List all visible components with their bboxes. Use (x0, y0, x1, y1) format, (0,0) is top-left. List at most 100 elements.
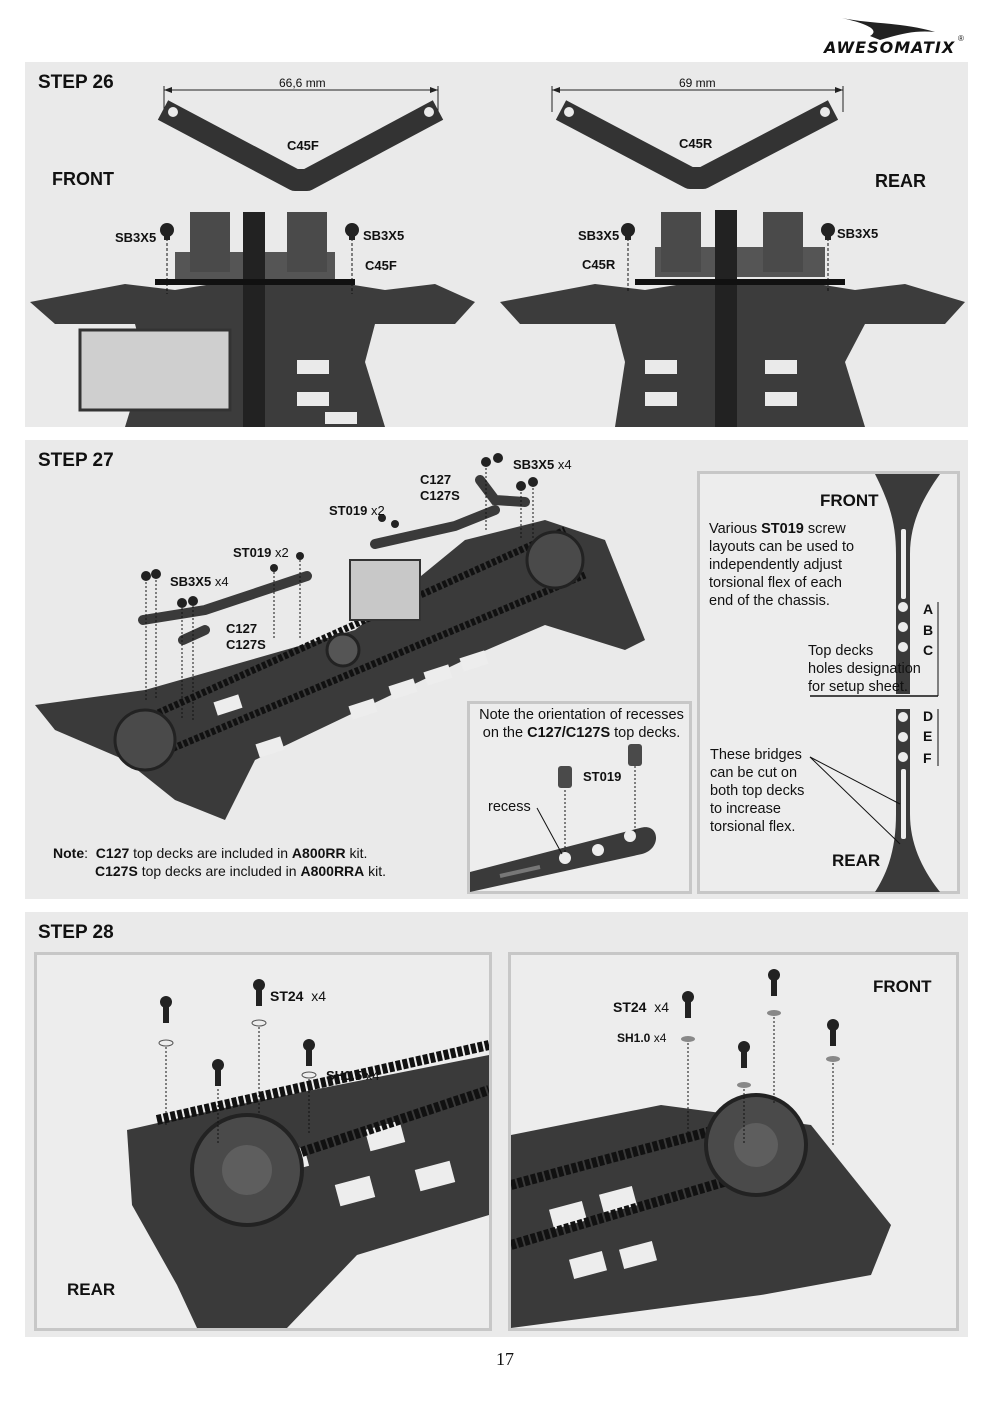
hole-d-label: D (923, 708, 934, 724)
sb3x5-left-part: SB3X5 (170, 574, 212, 589)
step28-rear-illustration (127, 979, 489, 1328)
holes-text-line1: holes designation (808, 661, 921, 677)
rear-brace-callout: C45R (582, 257, 616, 272)
sb3x5-top-qty: x4 (557, 457, 572, 472)
recess-screw-label: ST019 (583, 769, 622, 784)
recess-detail-illustration (470, 744, 657, 892)
step28-title: STEP 28 (38, 922, 114, 943)
hole-b-label: B (923, 622, 934, 638)
note-kit-a800rr: A800RR (291, 845, 346, 861)
st019-left-label: ST019 x2 (233, 545, 289, 560)
page-number: 17 (496, 1349, 514, 1369)
bridges-line4: torsional flex. (710, 819, 796, 835)
sh10-qty: x4 (653, 1031, 667, 1045)
note-line1-mid: top decks are included in (129, 845, 292, 861)
c127-left-part: C127 (226, 621, 258, 636)
setup-desc-pre: Various (709, 521, 762, 537)
step28-front-box: FRONT ST24 x4 SH1.0 x4 (508, 952, 959, 1331)
step26-title: STEP 26 (38, 72, 114, 93)
recess-note-pre: on the (482, 725, 528, 741)
holes-text-line2: for setup sheet. (808, 679, 908, 695)
holes-text-line0: Top decks (808, 643, 874, 659)
st019-left-part: ST019 (233, 545, 272, 560)
sh05-part: SH0.5 (326, 1068, 363, 1083)
bridges-text: These bridges can be cut on both top dec… (710, 746, 804, 836)
note-line1-end: kit. (345, 845, 368, 861)
step27-note: Note: C127 top decks are included in A80… (53, 845, 387, 879)
hole-a-label: A (923, 601, 934, 617)
recess-label: recess (488, 799, 531, 815)
sb3x5-left-qty: x4 (214, 574, 229, 589)
c127-top-part: C127 (420, 472, 452, 487)
setup-info-box: FRONT Various ST019 screw layouts can be… (697, 471, 960, 894)
hole-e-label: E (923, 728, 933, 744)
logo-swoosh-icon (842, 18, 935, 40)
step28-front-label: FRONT (873, 977, 932, 996)
bridges-line2: both top decks (710, 783, 805, 799)
st019-left-qty: x2 (274, 545, 289, 560)
step27-title: STEP 27 (38, 450, 114, 471)
recess-note-line1: Note the orientation of recesses (479, 707, 684, 723)
st019-top-part: ST019 (329, 503, 368, 518)
step28-front-illustration (511, 969, 891, 1328)
rear-brace-dimension: 69 mm (679, 76, 716, 90)
rear-brace-part-label: C45R (679, 136, 713, 151)
sh05-label: SH0.5 x4 (326, 1068, 380, 1083)
st24-front-label: ST24 x4 (613, 999, 669, 1015)
sb3x5-left-label: SB3X5 x4 (170, 574, 229, 589)
st24-front-part: ST24 (613, 999, 647, 1015)
note-kit-a800rra: A800RRA (300, 863, 365, 879)
setup-desc-line0: screw (807, 521, 846, 537)
front-screw-right-label: SB3X5 (363, 228, 405, 243)
step28-rear-box: ST24 x4 SH0.5 x4 REAR (34, 952, 492, 1331)
recess-note-end: top decks. (610, 725, 681, 741)
st019-top-qty: x2 (370, 503, 385, 518)
setup-desc-line2: independently adjust (709, 557, 843, 573)
step27-illustration (35, 453, 645, 820)
step26-front-label: FRONT (52, 169, 114, 189)
recess-note: Note the orientation of recesses on the … (474, 706, 689, 742)
front-brace-callout: C45F (365, 258, 397, 273)
c127s-top-part: C127S (420, 488, 460, 503)
st24-rear-part: ST24 (270, 988, 304, 1004)
setup-description: Various ST019 screw layouts can be used … (709, 520, 879, 610)
brand-registered: ® (958, 34, 964, 43)
setup-desc-line4: end of the chassis. (709, 593, 830, 609)
note-line2-mid: top decks are included in (137, 863, 301, 879)
brand-name: AWESOMATIX (824, 38, 956, 57)
setup-desc-part: ST019 (761, 521, 804, 537)
st24-front-qty: x4 (654, 999, 670, 1015)
bridges-line1: can be cut on (710, 765, 798, 781)
recess-note-parts: C127/C127S (527, 725, 611, 741)
rear-screw-right-label: SB3X5 (837, 226, 879, 241)
top-deck-diagram (809, 474, 940, 892)
c127s-left-part: C127S (226, 637, 266, 652)
bridges-line0: These bridges (710, 747, 802, 763)
bridges-line3: to increase (710, 801, 781, 817)
note-line2-end: kit. (364, 863, 387, 879)
note-label: Note (53, 845, 85, 861)
note-c127: C127 (95, 845, 130, 861)
setup-front-label: FRONT (820, 491, 879, 510)
st019-top-label: ST019 x2 (329, 503, 385, 518)
hole-c-label: C (923, 642, 934, 658)
recess-detail-box: Note the orientation of recesses on the … (467, 701, 692, 894)
step26-illustration (30, 86, 965, 427)
note-c127s: C127S (95, 863, 138, 879)
holes-designation-text: Top decks holes designation for setup sh… (808, 642, 921, 696)
st24-rear-qty: x4 (311, 988, 327, 1004)
sh05-qty: x4 (365, 1068, 380, 1083)
setup-desc-line1: layouts can be used to (709, 539, 855, 555)
step26-rear-label: REAR (875, 171, 927, 191)
setup-rear-label: REAR (832, 851, 881, 870)
st24-rear-label: ST24 x4 (270, 988, 326, 1004)
hole-f-label: F (923, 750, 932, 766)
sb3x5-top-part: SB3X5 (513, 457, 555, 472)
setup-desc-line3: torsional flex of each (709, 575, 842, 591)
front-brace-dimension: 66,6 mm (279, 76, 326, 90)
sh10-label: SH1.0 x4 (617, 1031, 666, 1045)
front-brace-part-label: C45F (287, 138, 319, 153)
step26-panel: STEP 26 66,6 mm 69 mm C45F C45R FRONT RE… (25, 62, 968, 427)
